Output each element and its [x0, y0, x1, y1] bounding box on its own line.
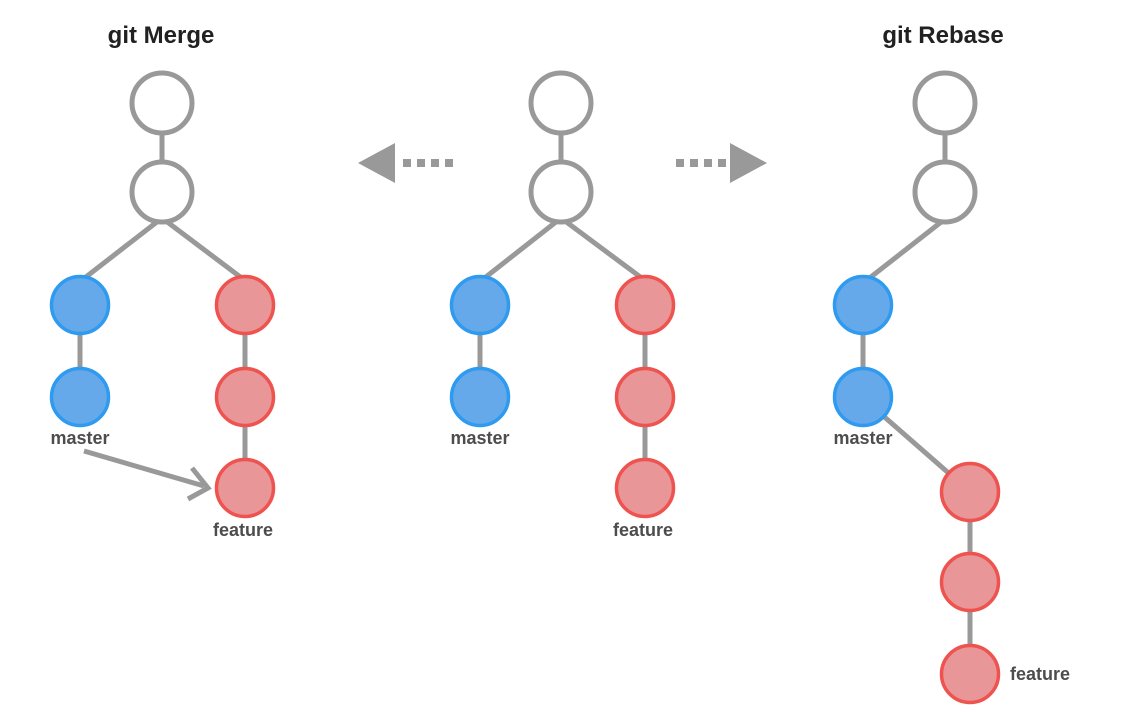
commit-node-feature [614, 366, 676, 428]
commit-node-feature [214, 457, 276, 519]
commit-node-shared [528, 70, 594, 136]
feature-branch-label: feature [613, 520, 673, 540]
commit-node-feature [214, 366, 276, 428]
commit-node-feature [939, 551, 1001, 613]
arrow-right-head [730, 143, 767, 183]
edge-fork-master [80, 216, 164, 282]
commit-node-master [49, 274, 111, 336]
commit-node-shared [129, 70, 195, 136]
commit-node-feature [214, 274, 276, 336]
master-branch-label: master [450, 428, 509, 448]
commit-node-shared [129, 159, 195, 225]
dotted-arrow-left-icon [358, 143, 453, 183]
commit-node-shared [912, 70, 978, 136]
commit-node-master [832, 366, 894, 428]
commit-node-feature [939, 461, 1001, 523]
commit-node-master [832, 274, 894, 336]
edge-shared-to-master [865, 217, 947, 282]
merge-panel-title: git Merge [108, 22, 215, 49]
commit-node-shared [528, 159, 594, 225]
merge-panel: git Merge master feature [49, 22, 276, 540]
original-panel: master feature [449, 70, 676, 540]
edge-fork-feature [160, 216, 245, 281]
commit-node-shared [912, 159, 978, 225]
feature-branch-label: feature [213, 520, 273, 540]
feature-branch-label: feature [1010, 664, 1070, 684]
edge-fork-feature [559, 215, 645, 282]
edge-fork-master [480, 216, 563, 282]
commit-node-feature [614, 274, 676, 336]
dotted-arrow-right-icon [676, 143, 767, 183]
commit-node-feature [614, 457, 676, 519]
merge-arrow-shaft [83, 448, 205, 489]
merge-arrow [83, 448, 212, 502]
rebase-panel: git Rebase master feature [832, 22, 1070, 705]
commit-node-master [449, 366, 511, 428]
arrow-left-head [358, 143, 395, 183]
rebase-panel-title: git Rebase [882, 22, 1003, 49]
commit-node-master [449, 274, 511, 336]
master-branch-label: master [50, 428, 109, 448]
commit-node-master [49, 366, 111, 428]
master-branch-label: master [833, 428, 892, 448]
merge-arrow-head [186, 466, 212, 502]
commit-node-feature [939, 643, 1001, 705]
